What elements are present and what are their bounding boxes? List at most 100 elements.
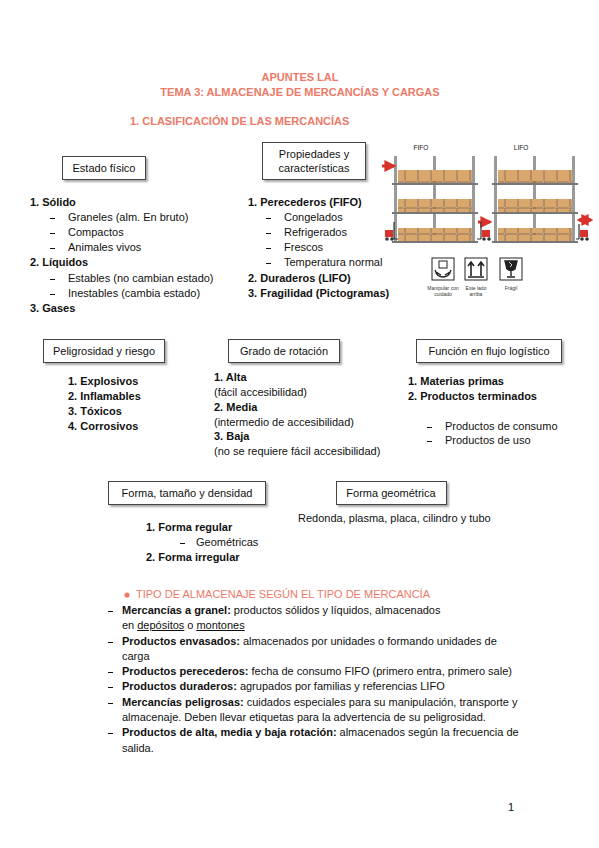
figure-label: Este lado arriba <box>459 285 493 297</box>
glass-crack <box>509 262 512 267</box>
bullet-dash <box>50 279 55 280</box>
box-label: Propiedades y características <box>272 147 356 175</box>
list-item: 3. Baja <box>214 429 249 444</box>
list-item: 3. Fragilidad (Pictogramas) <box>248 286 389 301</box>
description: agrupados por familias y referencias LIF… <box>240 680 445 692</box>
list-paragraph: Mercancías peligrosas:cuidados especiale… <box>122 695 520 726</box>
boxes <box>398 199 472 212</box>
category-box: Propiedades y características <box>262 142 366 180</box>
boxes <box>498 199 572 212</box>
bullet-dash <box>427 441 432 442</box>
description: fecha de consumo FIFO (primero entra, pr… <box>252 665 512 677</box>
forklift <box>385 222 398 241</box>
description: montones <box>196 619 244 631</box>
bullet-dash <box>50 294 55 295</box>
list-item: 3. Gases <box>30 301 75 316</box>
list-item: 2. Media <box>214 400 257 415</box>
list-paragraph: Productos envasados:almacenados por unid… <box>122 634 520 665</box>
bullet-dash <box>108 642 113 643</box>
text-line: Redonda, plasma, placa, cilindro y tubo <box>298 511 491 526</box>
bullet-dash <box>50 248 55 249</box>
pictogram-frame <box>432 258 454 280</box>
section-heading: TEMA 3: ALMACENAJE DE MERCANCÍAS Y CARGA… <box>160 85 439 100</box>
bullet-dash <box>108 733 113 734</box>
term: Productos de alta, media y baja rotación… <box>122 726 337 738</box>
box-label: Grado de rotación <box>229 344 339 358</box>
list-item: Productos de uso <box>445 433 531 448</box>
rack-upright <box>394 156 397 242</box>
list-item: Inestables (cambia estado) <box>68 286 200 301</box>
forklift <box>576 224 589 241</box>
page-number: 1 <box>508 800 514 815</box>
section-heading: 1. CLASIFICACIÓN DE LAS MERCANCÍAS <box>130 114 349 129</box>
pictogram-frame <box>500 258 522 280</box>
list-item: 1. Perecederos (FIFO) <box>248 195 362 210</box>
pictograms <box>432 258 522 280</box>
list-item: Animales vivos <box>68 240 141 255</box>
bullet-dash <box>180 543 185 544</box>
rack-shelf <box>492 184 578 242</box>
list-item: 3. Tóxicos <box>68 404 122 419</box>
box-label: Función en flujo logístico <box>417 344 561 358</box>
list-item: 2. Inflamables <box>68 389 141 404</box>
category-box: Estado físico <box>62 156 146 180</box>
category-box: Grado de rotación <box>228 339 340 363</box>
bullet-dash <box>266 248 271 249</box>
description: depósitos <box>137 619 184 631</box>
figure-label: Manipular con cuidado <box>426 285 460 297</box>
page-title: APUNTES LAL <box>262 70 339 85</box>
bullet-dash <box>108 703 113 704</box>
figure-label: LIFO <box>514 144 528 152</box>
boxes <box>498 228 572 241</box>
bullet-dash <box>50 233 55 234</box>
rack-upright <box>494 156 497 242</box>
rack-upright <box>572 156 575 242</box>
out-arrow <box>478 221 490 224</box>
handle-care-icon <box>439 261 447 268</box>
list-item: 2. Líquidos <box>30 255 88 270</box>
figure-label: FIFO <box>414 144 429 152</box>
category-box: Función en flujo logístico <box>416 339 562 363</box>
list-item: 1. Sólido <box>30 195 76 210</box>
pictogram-frame <box>465 258 487 280</box>
bullet-dash <box>108 672 113 673</box>
category-box: Forma geométrica <box>336 481 447 505</box>
list-item: 1. Alta <box>214 370 247 385</box>
term: Productos duraderos: <box>122 680 237 692</box>
list-item: 1. Materias primas <box>408 374 504 389</box>
list-item: Estables (no cambian estado) <box>68 271 214 286</box>
list-item: 2. Duraderos (LIFO) <box>248 271 351 286</box>
box-label: Forma geométrica <box>337 486 446 500</box>
bullet-dash <box>108 687 113 688</box>
box-label: Forma, tamaño y densidad <box>109 486 265 500</box>
list-item: 2. Productos terminados <box>408 389 537 404</box>
section-heading: TIPO DE ALMACENAJE SEGÚN EL TIPO DE MERC… <box>136 587 430 602</box>
list-item: Graneles (alm. En bruto) <box>68 210 188 225</box>
term: Mercancías peligrosas: <box>122 696 244 708</box>
this-way-up-icon <box>468 262 484 277</box>
bullet-dash <box>50 218 55 219</box>
list-item: 1. Explosivos <box>68 374 138 389</box>
bullet-dash <box>266 233 271 234</box>
bullet-dash <box>266 263 271 264</box>
category-box: Peligrosidad y riesgo <box>43 339 165 363</box>
in-out-arrow <box>579 219 591 222</box>
list-item: 1. Forma regular <box>146 520 232 535</box>
list-item: Refrigerados <box>284 225 347 240</box>
boxes <box>398 170 472 183</box>
bullet-dash <box>108 611 113 612</box>
forklift <box>477 222 491 241</box>
storage-type-list: Mercancías a granel:productos sólidos y … <box>122 603 520 756</box>
category-box: Forma, tamaño y densidad <box>108 481 266 505</box>
boxes <box>498 170 572 183</box>
rack-shelf <box>392 184 478 242</box>
term: Productos envasados: <box>122 635 240 647</box>
bullet-dash <box>427 427 432 428</box>
term: Mercancías a granel: <box>122 604 231 616</box>
list-paragraph: Mercancías a granel:productos sólidos y … <box>122 603 520 634</box>
figure-label: Frágil <box>494 285 528 291</box>
list-item: Congelados <box>284 210 343 225</box>
fragile-icon <box>505 261 517 277</box>
list-item: (fácil accesibilidad) <box>214 385 307 400</box>
